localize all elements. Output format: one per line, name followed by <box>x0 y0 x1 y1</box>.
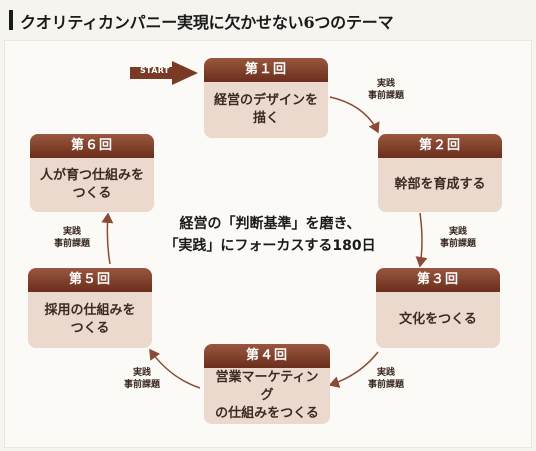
card-3-line-1: 文化をつくる <box>399 312 477 327</box>
note-1-to-2: 実践 事前課題 <box>356 78 416 102</box>
card-4-heading: 第４回 <box>204 344 330 368</box>
card-5-line-1: 採用の仕組みを <box>44 303 136 318</box>
note-4-line-2: 事前課題 <box>123 380 160 390</box>
card-5-body: 採用の仕組みを つくる <box>28 292 152 348</box>
note-2-line-2: 事前課題 <box>439 239 476 249</box>
note-5-to-6: 実践 事前課題 <box>42 226 102 250</box>
card-4-line-1: 営業マーケティング <box>215 370 319 403</box>
card-1-line-1: 経営のデザインを <box>213 93 318 108</box>
card-2-body: 幹部を育成する <box>378 158 502 212</box>
card-2-heading: 第２回 <box>378 134 502 158</box>
card-3-heading: 第３回 <box>376 268 500 292</box>
card-5-line-2: つくる <box>70 321 110 336</box>
arrow-3-to-4 <box>328 351 379 388</box>
start-label: START <box>140 66 170 75</box>
card-6-line-2: つくる <box>72 186 112 201</box>
note-4-line-1: 実践 <box>132 368 151 378</box>
card-1-line-2: 描く <box>252 111 279 126</box>
note-3-line-2: 事前課題 <box>367 380 404 390</box>
center-line-1: 経営の「判断基準」を磨き、 <box>179 216 361 232</box>
note-2-line-1: 実践 <box>448 227 467 237</box>
card-session-5: 第５回 採用の仕組みを つくる <box>28 268 152 348</box>
header-accent-bar <box>9 10 13 30</box>
note-2-to-3: 実践 事前課題 <box>428 226 488 250</box>
card-1-heading: 第１回 <box>204 58 328 82</box>
card-3-body: 文化をつくる <box>376 292 500 348</box>
arrow-4-to-5 <box>149 348 201 389</box>
center-message: 経営の「判断基準」を磨き、 「実践」にフォーカスする180日 <box>150 213 390 257</box>
card-5-heading: 第５回 <box>28 268 152 292</box>
card-session-1: 第１回 経営のデザインを 描く <box>204 58 328 138</box>
card-4-body: 営業マーケティング の仕組みをつくる <box>204 368 330 424</box>
card-6-heading: 第６回 <box>30 134 154 158</box>
card-session-6: 第６回 人が育つ仕組みを つくる <box>30 134 154 212</box>
card-1-body: 経営のデザインを 描く <box>204 82 328 138</box>
note-5-line-1: 実践 <box>62 227 81 237</box>
note-5-line-2: 事前課題 <box>53 239 90 249</box>
note-4-to-5: 実践 事前課題 <box>112 367 172 391</box>
page-title: クオリティカンパニー実現に欠かせない6つのテーマ <box>20 13 394 32</box>
card-6-line-1: 人が育つ仕組みを <box>39 168 144 183</box>
card-session-3: 第３回 文化をつくる <box>376 268 500 348</box>
card-6-body: 人が育つ仕組みを つくる <box>30 158 154 212</box>
note-1-line-1: 実践 <box>376 79 395 89</box>
arrow-1-to-2 <box>329 96 380 134</box>
start-arrow-icon <box>130 61 198 85</box>
note-3-to-4: 実践 事前課題 <box>356 367 416 391</box>
card-session-2: 第２回 幹部を育成する <box>378 134 502 212</box>
card-2-line-1: 幹部を育成する <box>394 177 486 192</box>
header: クオリティカンパニー実現に欠かせない6つのテーマ <box>0 0 536 38</box>
card-session-4: 第４回 営業マーケティング の仕組みをつくる <box>204 344 330 424</box>
note-3-line-1: 実践 <box>376 368 395 378</box>
card-4-line-2: の仕組みをつくる <box>215 406 319 421</box>
note-1-line-2: 事前課題 <box>367 91 404 101</box>
arrow-2-to-3 <box>415 212 428 268</box>
arrow-5-to-6 <box>101 212 114 265</box>
center-line-2: 「実践」にフォーカスする180日 <box>164 238 376 254</box>
